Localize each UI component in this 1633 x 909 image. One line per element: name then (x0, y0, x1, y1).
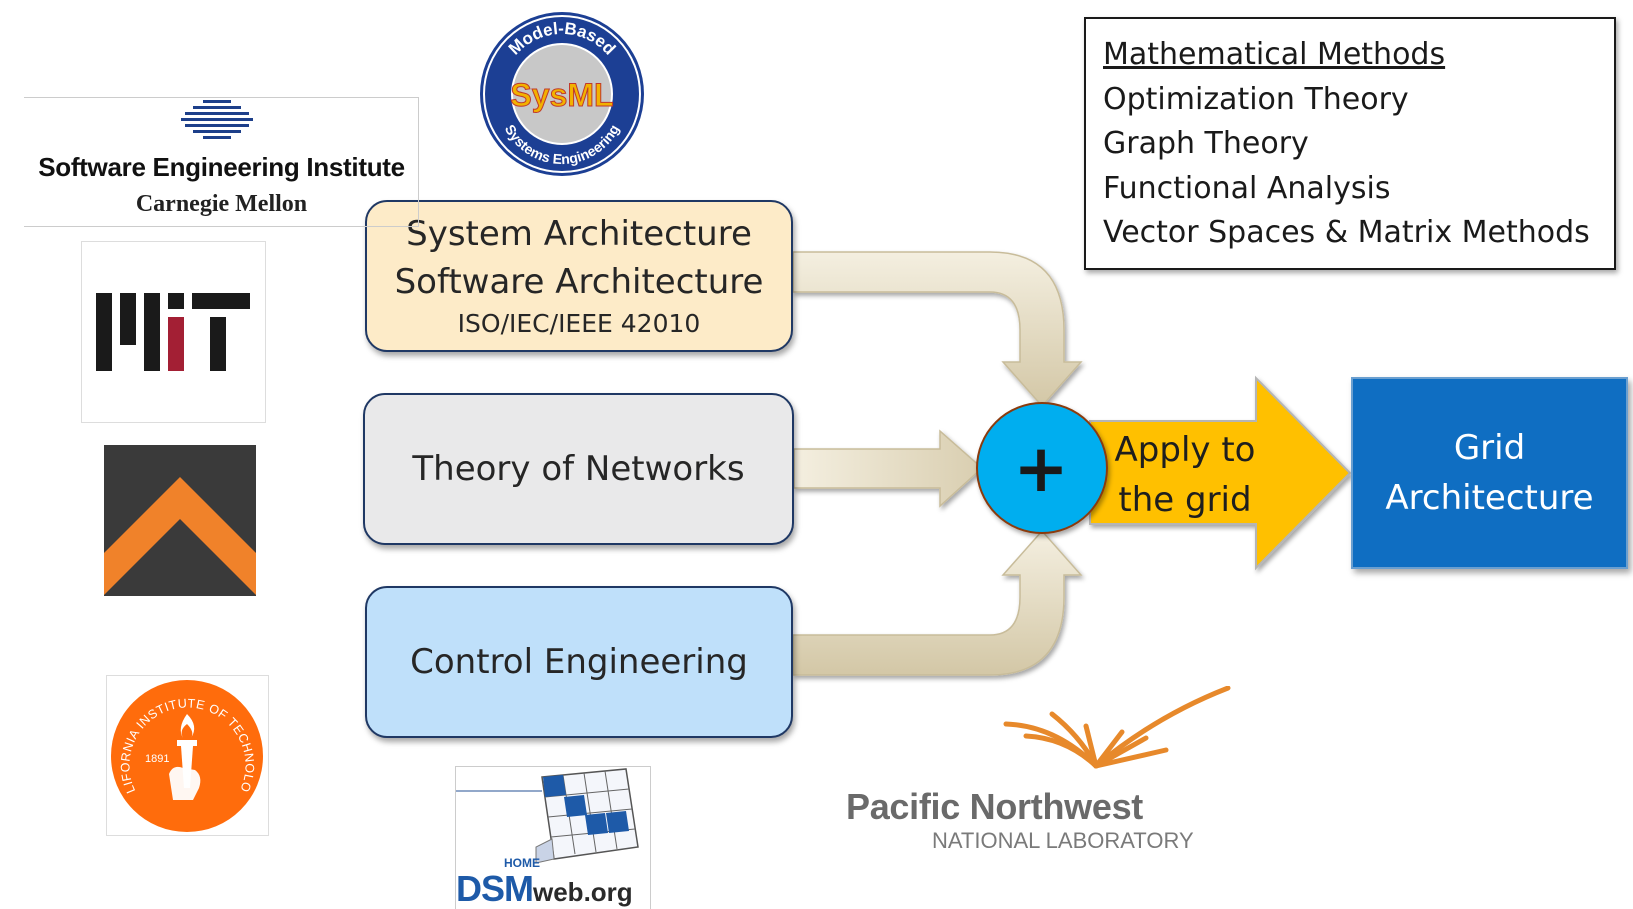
combine-circle (976, 402, 1108, 534)
dsm-brand-main: DSM (456, 868, 534, 909)
methods-title: Mathematical Methods (1103, 37, 1446, 72)
sysml-logo: Model-Based Systems Engineering SysML (480, 12, 644, 176)
theory-of-networks-box: Theory of Networks (363, 393, 794, 545)
sei-cmu-logo: Software Engineering Institute Carnegie … (24, 97, 419, 227)
methods-item: Vector Spaces & Matrix Methods (1103, 215, 1590, 250)
caltech-logo: CALIFORNIA INSTITUTE OF TECHNOLOGY 1891 (102, 665, 269, 836)
sysml-center-text: SysML (510, 77, 613, 113)
apply-label-line2: the grid (1118, 480, 1252, 520)
mit-logo (81, 241, 266, 423)
theory-of-networks-label: Theory of Networks (412, 449, 745, 489)
dsm-brand: DSMweb.org (456, 868, 633, 909)
dsmweb-logo: HOME DSMweb.org (455, 766, 651, 909)
dsm-home-link[interactable]: HOME (504, 856, 540, 870)
hand-icon (169, 766, 201, 800)
grid-architecture-box: Grid Architecture (1351, 377, 1628, 569)
globe-stripes-icon (181, 100, 253, 139)
caltech-year: 1891 (145, 753, 169, 765)
pnnl-subtitle: NATIONAL LABORATORY (932, 828, 1194, 853)
software-architecture-label: Software Architecture (394, 262, 764, 302)
connector-arrow-top (792, 251, 1083, 408)
methods-item: Graph Theory (1103, 126, 1309, 161)
control-engineering-label: Control Engineering (410, 642, 748, 682)
system-architecture-label: System Architecture (406, 214, 752, 254)
pnnl-birds-icon (1003, 686, 1231, 769)
pnnl-logo: Pacific Northwest NATIONAL LABORATORY (846, 686, 1231, 856)
apply-label-line1: Apply to (1114, 430, 1256, 470)
apply-label: Apply to the grid (1110, 425, 1260, 525)
control-engineering-box: Control Engineering (365, 586, 793, 738)
matrix-cube-icon (456, 768, 639, 864)
grid-architecture-line2: Architecture (1385, 478, 1594, 518)
plus-symbol: + (1013, 429, 1069, 507)
methods-item: Optimization Theory (1103, 81, 1409, 117)
methods-item: Functional Analysis (1103, 170, 1391, 206)
connector-arrow-middle (793, 429, 984, 508)
sei-name: Software Engineering Institute (38, 152, 405, 182)
cmu-name: Carnegie Mellon (135, 191, 308, 217)
system-architecture-box: System Architecture Software Architectur… (365, 200, 793, 352)
apply-arrow (1089, 375, 1352, 571)
grid-architecture-line1: Grid (1453, 428, 1526, 468)
torch-flame-icon (180, 714, 195, 738)
pnnl-name: Pacific Northwest (846, 786, 1143, 827)
dsm-brand-suffix: web.org (533, 877, 633, 907)
chevron-logo (104, 445, 256, 596)
connector-arrow-bottom (792, 529, 1083, 676)
mathematical-methods-box: Mathematical Methods Optimization Theory… (1084, 17, 1616, 270)
iso-standard-label: ISO/IEC/IEEE 42010 (457, 309, 701, 338)
